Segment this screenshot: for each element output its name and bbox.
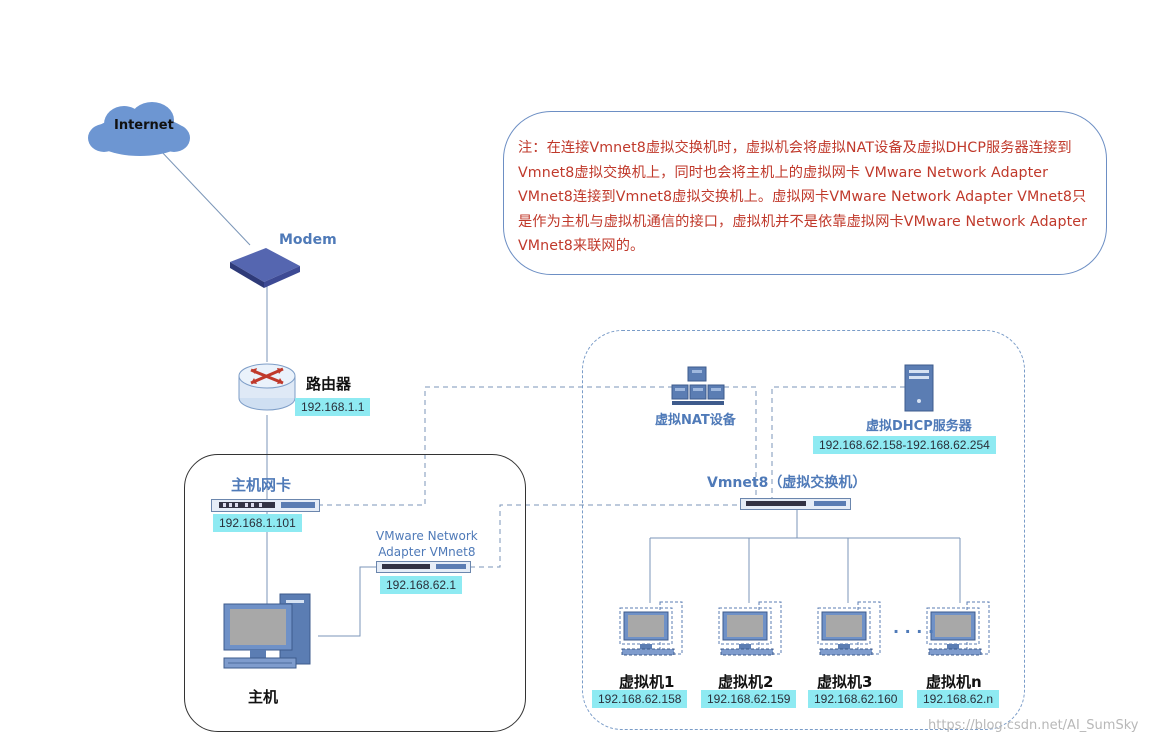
vm-ip: 192.168.62.159 <box>701 690 797 708</box>
vm-ip: 192.168.62.158 <box>592 690 688 708</box>
ellipsis: · · · · <box>893 622 935 641</box>
vm-label: 虚拟机3 <box>817 673 873 691</box>
vmnet8-adapter-label-line2: Adapter VMnet8 <box>378 545 476 559</box>
switch-icon <box>740 498 851 510</box>
vm-ip: 192.168.62.n <box>917 690 1000 708</box>
vm-label: 虚拟机2 <box>718 673 774 691</box>
router-label: 路由器 <box>306 375 352 393</box>
modem-label: Modem <box>279 232 337 248</box>
note-box: 注：在连接Vmnet8虚拟交换机时，虚拟机会将虚拟NAT设备及虚拟DHCP服务器… <box>503 111 1107 275</box>
vm-label: 虚拟机1 <box>619 673 675 691</box>
host-nic-ip: 192.168.1.101 <box>213 514 302 532</box>
watermark: https://blog.csdn.net/AI_SumSky <box>928 718 1139 733</box>
vm-computer-icon <box>718 601 782 656</box>
vm-computer-icon <box>926 601 990 656</box>
note-text: 注：在连接Vmnet8虚拟交换机时，虚拟机会将虚拟NAT设备及虚拟DHCP服务器… <box>518 140 1087 254</box>
vm-label: 虚拟机n <box>926 673 982 691</box>
dhcp-server-icon <box>904 364 934 412</box>
vmnet8-adapter-ip: 192.168.62.1 <box>380 576 463 594</box>
nat-label: 虚拟NAT设备 <box>655 413 736 428</box>
host-box <box>184 454 526 732</box>
router-icon <box>238 363 296 411</box>
vmnet8-adapter-label: VMware Network Adapter VMnet8 <box>376 528 478 560</box>
cloud-icon <box>88 102 190 156</box>
vm-computer-icon <box>619 601 683 656</box>
vm-computer-icon <box>817 601 881 656</box>
vm-region-box <box>582 330 1025 730</box>
vmnet8-adapter-icon <box>376 561 471 573</box>
host-computer-icon <box>223 593 311 669</box>
router-ip: 192.168.1.1 <box>295 398 371 416</box>
dhcp-ip: 192.168.62.158-192.168.62.254 <box>813 436 996 454</box>
host-label: 主机 <box>248 688 279 706</box>
vm-ip: 192.168.62.160 <box>808 690 904 708</box>
host-nic-label: 主机网卡 <box>231 476 292 494</box>
modem-icon <box>230 248 300 288</box>
switch-label: Vmnet8（虚拟交换机） <box>707 475 867 491</box>
nat-device-icon <box>671 366 725 405</box>
host-nic-icon <box>211 499 320 512</box>
dhcp-label: 虚拟DHCP服务器 <box>866 419 972 434</box>
internet-label: Internet <box>114 118 174 133</box>
vmnet8-adapter-label-line1: VMware Network <box>376 529 478 543</box>
